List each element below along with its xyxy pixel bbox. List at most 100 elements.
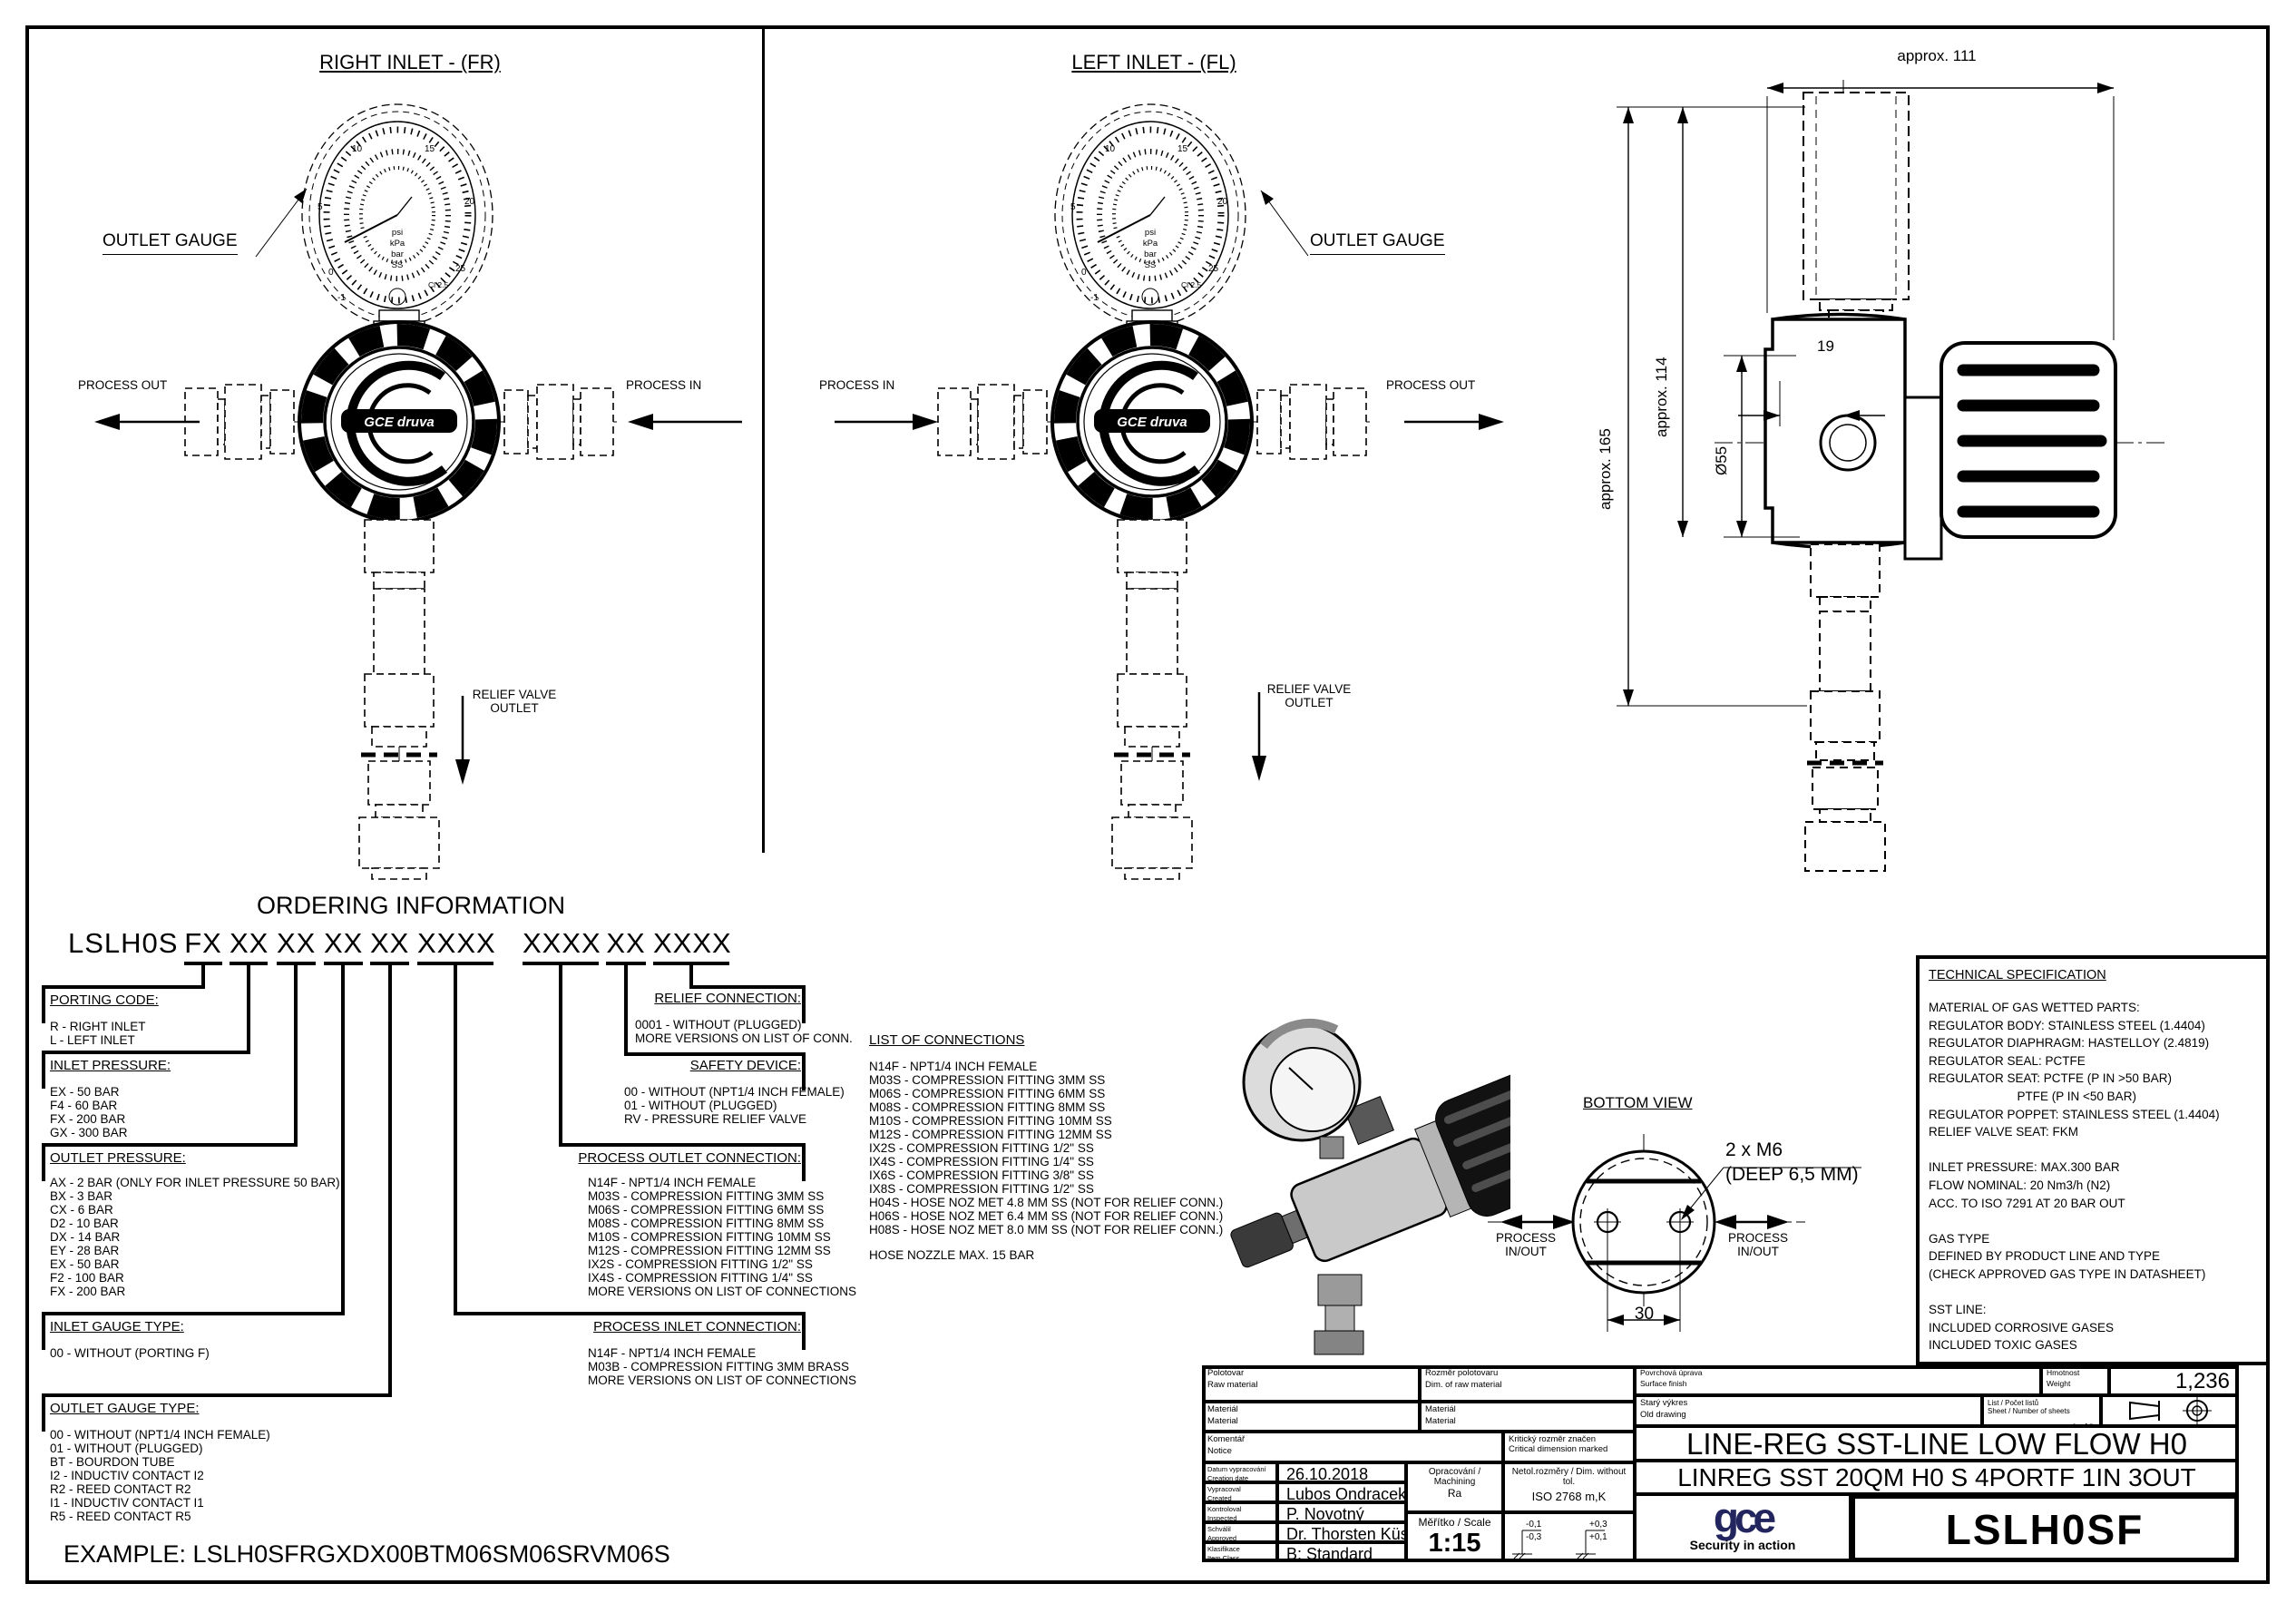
label-en: Inspected <box>1207 1514 1237 1522</box>
process-inout-arrow <box>1715 1215 1789 1229</box>
order-code-inlet-pressure: XX <box>230 927 268 965</box>
list-item: R2 - REED CONTACT R2 <box>50 1482 191 1496</box>
tb-tolerance-symbols: -0,1 -0,3 +0,3 +0,1 <box>1503 1512 1635 1562</box>
svg-text:bar: bar <box>1144 249 1157 259</box>
tech-spec-line: INLET PRESSURE: MAX.300 BAR <box>1929 1160 2120 1175</box>
scale-value: 1:15 <box>1428 1529 1481 1558</box>
tb-inspected-value: P. Novotný <box>1277 1502 1406 1522</box>
svg-text:10: 10 <box>1105 144 1116 154</box>
list-item: EX - 50 BAR <box>50 1085 120 1099</box>
list-item: IX8S - COMPRESSION FITTING 1/2" SS <box>869 1182 1094 1196</box>
tb-material-1: Materiál Material <box>1202 1402 1420 1432</box>
list-item: EX - 50 BAR <box>50 1257 120 1271</box>
list-item: GX - 300 BAR <box>50 1126 128 1139</box>
list-item: I1 - INDUCTIV CONTACT I1 <box>50 1496 204 1510</box>
label-cz: Komentář <box>1207 1434 1246 1444</box>
label-cz: Datum vypracování <box>1207 1465 1266 1473</box>
inlet-pressure-heading: INLET PRESSURE: <box>50 1058 171 1073</box>
dim-55 <box>1724 355 1800 538</box>
list-item: MORE VERSIONS ON LIST OF CONNECTIONS <box>588 1373 857 1387</box>
tech-spec-line: REGULATOR SEAL: PCTFE <box>1929 1053 2086 1068</box>
label-cz: Povrchová úprava <box>1640 1368 1703 1377</box>
label-cz: Kontroloval <box>1207 1505 1242 1513</box>
m6-thread-label: 2 x M6 <box>1725 1139 1783 1160</box>
tb-weight-label: Hmotnost Weight <box>2041 1365 2109 1395</box>
process-out-arrow <box>94 414 200 430</box>
tech-spec-line: (CHECK APPROVED GAS TYPE IN DATASHEET) <box>1929 1266 2206 1281</box>
process-inout-arrow <box>1500 1215 1575 1229</box>
left-relief-label: RELIEF VALVE OUTLET <box>1266 682 1352 709</box>
bottom-fitting-side <box>1804 543 1886 872</box>
list-item: M10S - COMPRESSION FITTING 10MM SS <box>588 1230 831 1244</box>
bottom-left-flow-label: PROCESS IN/OUT <box>1495 1231 1557 1258</box>
safety-device-heading: SAFETY DEVICE: <box>689 1058 801 1073</box>
list-item: 00 - WITHOUT (NPT1/4 INCH FEMALE) <box>50 1428 270 1442</box>
tolerance-value: +0,3 <box>1589 1520 1607 1530</box>
tb-approved-label: Schválil Approved <box>1202 1522 1277 1542</box>
tb-part-number: LSLH0SF <box>1851 1494 2239 1562</box>
relief-valve-arrow <box>1252 692 1266 781</box>
projection-icon <box>2129 1397 2212 1424</box>
bottom-view-title: BOTTOM VIEW <box>1583 1094 1693 1111</box>
outlet-pressure-items: AX - 2 BAR (ONLY FOR INLET PRESSURE 50 B… <box>50 1176 340 1298</box>
list-item: L - LEFT INLET <box>50 1033 135 1047</box>
tech-spec-line: ACC. TO ISO 7291 AT 20 BAR OUT <box>1929 1196 2125 1210</box>
dim-165 <box>1617 106 1807 707</box>
list-item: M08S - COMPRESSION FITTING 8MM SS <box>588 1217 825 1230</box>
tech-spec-line <box>1929 1284 2266 1302</box>
list-item: AX - 2 BAR (ONLY FOR INLET PRESSURE 50 B… <box>50 1176 340 1189</box>
tb-created-value: Lubos Ondracek <box>1277 1482 1406 1502</box>
list-item: H08S - HOSE NOZ MET 8.0 MM SS (NOT FOR R… <box>869 1223 1224 1237</box>
left-port-fitting <box>937 384 1048 460</box>
list-item: IX4S - COMPRESSION FITTING 1/4" SS <box>588 1271 813 1285</box>
tech-spec-lines: MATERIAL OF GAS WETTED PARTS:REGULATOR B… <box>1929 999 2266 1354</box>
list-item: H04S - HOSE NOZ MET 4.8 MM SS (NOT FOR R… <box>869 1196 1224 1209</box>
tech-spec-line: REGULATOR POPPET: STAINLESS STEEL (1.440… <box>1929 1107 2220 1121</box>
svg-text:-1: -1 <box>337 293 346 303</box>
isometric-view <box>1230 1018 1510 1355</box>
outlet-gauge-type-items: 00 - WITHOUT (NPT1/4 INCH FEMALE)01 - WI… <box>50 1428 270 1523</box>
label-pair: Kritický rozměr značen Critical dimensio… <box>1505 1433 1607 1454</box>
process-outlet-heading: PROCESS OUTLET CONNECTION: <box>578 1150 801 1166</box>
tb-title-line1: LINE-REG SST-LINE LOW FLOW H0 <box>1635 1426 2239 1461</box>
label-en: Critical dimension marked <box>1509 1443 1608 1454</box>
example-code: EXAMPLE: LSLH0SFRGXDX00BTM06SM06SRVM06S <box>64 1540 670 1568</box>
tb-scale: Měřítko / Scale 1:15 <box>1406 1512 1503 1562</box>
order-code-process-outlet: XXXX <box>417 927 495 965</box>
label-cz: Materiál <box>1207 1404 1238 1414</box>
label-cz: Rozměr polotovaru <box>1425 1368 1499 1378</box>
list-item: N14F - NPT1/4 INCH FEMALE <box>869 1060 1038 1073</box>
tb-sheets: List / Počet listů Sheet / Number of she… <box>1982 1395 2101 1426</box>
outlet-gauge-leader <box>255 188 308 258</box>
tolerance-value: -0,1 <box>1526 1520 1542 1530</box>
bottom-view <box>1488 1134 1861 1332</box>
svg-text:-1: -1 <box>1090 293 1099 303</box>
tolerance-value: +0,1 <box>1589 1532 1607 1542</box>
tech-spec-heading: TECHNICAL SPECIFICATION <box>1929 968 2106 982</box>
tolerance-value: -0,3 <box>1526 1532 1542 1542</box>
page-border <box>25 25 2270 1584</box>
tb-critical: Kritický rozměr značen Critical dimensio… <box>1503 1432 1635 1462</box>
list-item: BT - BOURDON TUBE <box>50 1455 175 1469</box>
regulator-front-view: 0 5 10 15 20 25 -1 psi kPa bar SS Cl 2.5 <box>934 103 1370 880</box>
tech-spec-line: REGULATOR DIAPHRAGM: HASTELLOY (2.4819) <box>1929 1036 2210 1051</box>
svg-text:psi: psi <box>392 228 403 238</box>
svg-text:20: 20 <box>464 197 475 207</box>
list-item: 01 - WITHOUT (PLUGGED) <box>50 1442 203 1455</box>
list-item: IX2S - COMPRESSION FITTING 1/2" SS <box>588 1257 813 1271</box>
tolerance-label: Netol.rozměry / Dim. without tol. <box>1511 1467 1627 1487</box>
list-item: M03S - COMPRESSION FITTING 3MM SS <box>869 1073 1106 1087</box>
left-process-out-label: PROCESS OUT <box>1386 378 1476 392</box>
process-inlet-heading: PROCESS INLET CONNECTION: <box>593 1319 801 1334</box>
list-item: DX - 14 BAR <box>50 1230 121 1244</box>
label-cz: Hmotnost <box>2047 1368 2080 1377</box>
label-cz: Vypracoval <box>1207 1485 1241 1493</box>
ordering-heading: ORDERING INFORMATION <box>257 892 565 919</box>
dim-165-label: approx. 165 <box>1597 428 1614 510</box>
relief-connection-items: 0001 - WITHOUT (PLUGGED)MORE VERSIONS ON… <box>635 1018 853 1045</box>
left-inlet-view: 0 5 10 15 20 25 -1 psi kPa bar SS Cl 2.5 <box>835 103 1504 880</box>
surface-symbols: -0,1 -0,3 +0,3 +0,1 <box>1512 1520 1607 1559</box>
tech-spec-line: GAS TYPE <box>1929 1231 1990 1246</box>
tb-machining: Opracování / Machining Ra <box>1406 1462 1503 1512</box>
dim-19-label: 19 <box>1817 337 1834 355</box>
